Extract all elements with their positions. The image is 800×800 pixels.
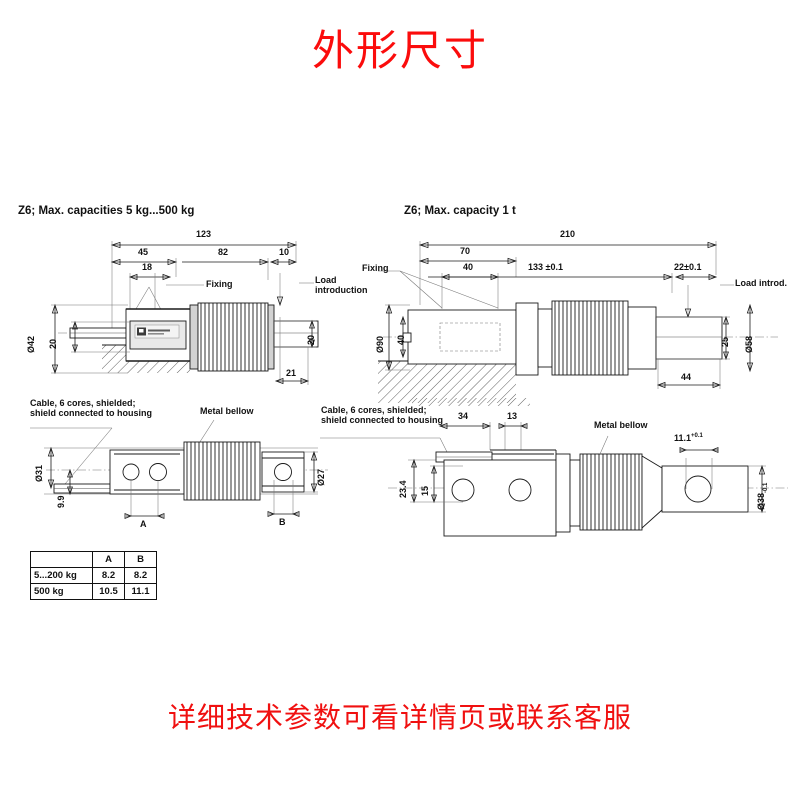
load-introduction-callout-label-large: Load introd.	[735, 278, 787, 288]
fixing-callout-label-large: Fixing	[362, 263, 389, 273]
table-header-row: A B	[30, 551, 157, 568]
dim-18: 18	[142, 262, 153, 272]
dim-123: 123	[196, 229, 212, 239]
capacity-dimension-table: A B 5...200 kg 8.2 8.2 500 kg 10.5 11.1	[30, 551, 157, 600]
page-footnote: 详细技术参数可看详情页或联系客服	[167, 702, 632, 733]
dim-20-right: 20	[306, 334, 316, 345]
dim-25: 25	[720, 336, 730, 347]
dim-a: A	[140, 519, 147, 529]
table-cell-1-b: 11.1	[124, 583, 157, 600]
table-row-label-0: 5...200 kg	[30, 567, 93, 584]
cable-callout-small: Cable, 6 cores, shielded;shield connecte…	[30, 398, 153, 419]
dim-10: 10	[279, 247, 290, 257]
table-cell-0-a: 8.2	[92, 567, 125, 584]
dim-40-h: 40	[463, 262, 474, 272]
drawing-svg-large-top	[320, 398, 788, 537]
drawing-svg-large-side	[378, 241, 778, 403]
dim-dia-90: Ø90	[375, 335, 385, 353]
dim-20-left: 20	[48, 338, 58, 349]
table-row-label-1: 500 kg	[30, 583, 93, 600]
dim-dia-42: Ø42	[26, 335, 36, 353]
dim-15: 15	[420, 485, 430, 496]
table-cell-0-b: 8.2	[124, 567, 157, 584]
metal-bellow-callout-large: Metal bellow	[594, 420, 648, 430]
dim-dia-31: Ø31	[34, 464, 44, 482]
dim-21: 21	[286, 368, 297, 378]
page-title: 外形尺寸	[311, 27, 488, 74]
fixing-callout-label: Fixing	[206, 279, 233, 289]
dim-13: 13	[507, 411, 518, 421]
table-row: 5...200 kg 8.2 8.2	[30, 567, 157, 584]
dim-40-v: 40	[396, 334, 406, 345]
table-cell-1-a: 10.5	[92, 583, 125, 600]
table-col-a: A	[92, 551, 125, 568]
dim-22-tol: 22±0.1	[674, 262, 702, 272]
drawing-z6-large-top: Cable, 6 cores, shielded;shield connecte…	[288, 398, 798, 563]
drawing-svg-small-side	[51, 241, 319, 385]
dim-70: 70	[460, 246, 471, 256]
table-corner-cell	[30, 551, 93, 568]
dim-b: B	[279, 517, 286, 527]
dim-82: 82	[218, 247, 229, 257]
dim-45: 45	[138, 247, 149, 257]
metal-bellow-callout-small: Metal bellow	[200, 406, 254, 416]
table-row: 500 kg 10.5 11.1	[30, 583, 157, 600]
drawing-svg-small-top	[30, 419, 328, 519]
drawing-z6-large-side: Z6; Max. capacity 1 t	[362, 205, 798, 403]
dim-133-tol: 133 ±0.1	[528, 262, 563, 272]
dim-dia-38-tol: Ø38-0.1	[756, 482, 769, 510]
drawing-heading-large: Z6; Max. capacity 1 t	[404, 205, 516, 217]
dim-210: 210	[560, 229, 576, 239]
dim-11-1-tol: 11.1+0.1	[674, 433, 703, 443]
drawing-heading-small: Z6; Max. capacities 5 kg...500 kg	[18, 205, 195, 217]
dim-9-9: 9.9	[56, 495, 66, 508]
dim-23-4: 23.4	[398, 480, 408, 498]
cable-callout-large: Cable, 6 cores, shielded;shield connecte…	[321, 405, 444, 426]
table-col-b: B	[124, 551, 157, 568]
dim-dia-58: Ø58	[744, 335, 754, 353]
dim-34: 34	[458, 411, 469, 421]
dim-44: 44	[681, 372, 692, 382]
drawing-z6-small-top: Cable, 6 cores, shielded;shield connecte…	[18, 398, 338, 548]
drawing-z6-small-side: Z6; Max. capacities 5 kg...500 kg	[18, 205, 368, 400]
